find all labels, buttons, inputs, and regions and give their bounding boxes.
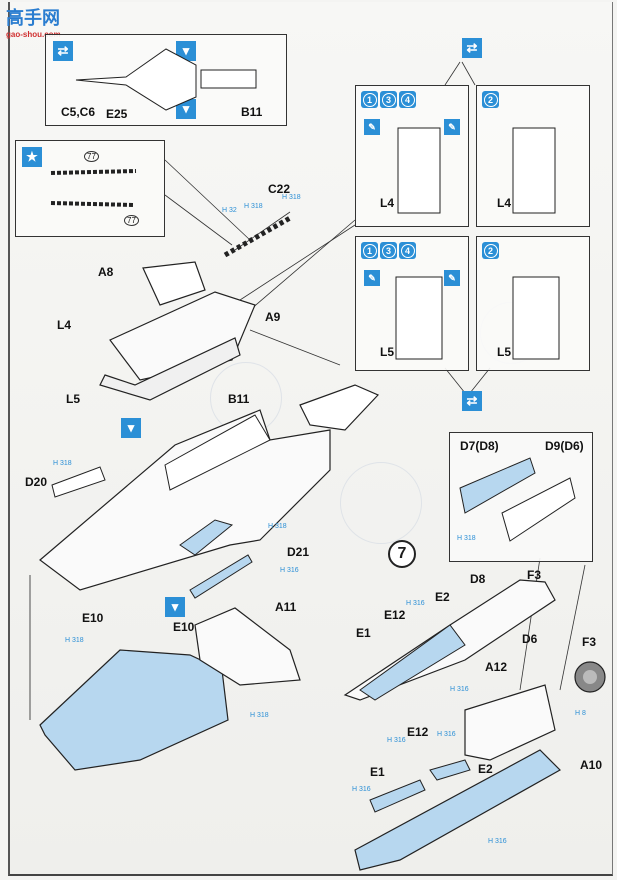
label-a9: A9 <box>265 310 281 324</box>
label-c5-c6: C5,C6 <box>61 105 96 119</box>
label-f3-wheel: F3 <box>582 635 597 649</box>
label-l4: L4 <box>380 196 395 210</box>
version-badge: 2 <box>482 242 499 259</box>
watermark-url: gao-shou.com <box>6 30 61 39</box>
color-ref-e12: H 316 <box>406 600 425 607</box>
label-e12: E12 <box>407 725 429 739</box>
version-badge: 4 <box>399 242 416 259</box>
label-a8: A8 <box>98 265 114 279</box>
glue-tube-icon: ▾ <box>165 597 185 617</box>
variant-box-2-l5: 2 L5 <box>476 236 590 371</box>
label-c22: C22 <box>268 182 291 196</box>
version-badge: 3 <box>380 91 397 108</box>
flip-arrows-icon: ⇄ <box>53 41 73 61</box>
label-e2: E2 <box>435 590 450 604</box>
top-inset-box: ⇄ ▾ ▾ C5,C6 E25 B11 <box>45 34 287 126</box>
color-ref-e12: H 316 <box>387 737 406 744</box>
watermark-title: 高手网 <box>6 8 60 28</box>
part-b11 <box>39 409 331 591</box>
part-a8 <box>142 261 206 306</box>
label-d9-d6: D9(D6) <box>545 439 584 453</box>
intake-duct <box>464 684 556 761</box>
color-ref-h32: H 32 <box>222 207 237 214</box>
label-f3: F3 <box>527 568 542 582</box>
label-b11-inset: B11 <box>241 105 263 119</box>
variant-box-2-l4: 2 L4 <box>476 85 590 227</box>
label-d20: D20 <box>25 475 48 489</box>
glue-tube-icon: ▾ <box>176 41 196 61</box>
color-ref-inset: H 318 <box>457 535 476 542</box>
label-l4: L4 <box>497 196 512 210</box>
callout-77-top: 77 <box>84 151 99 162</box>
label-e10: E10 <box>173 620 195 634</box>
label-b11: B11 <box>228 392 250 406</box>
version-badge: 4 <box>399 91 416 108</box>
paint-icon: ✎ <box>364 270 380 286</box>
variant-box-134-l5: 1 3 4 ✎ ✎ L5 <box>355 236 469 371</box>
color-ref-a10: H 316 <box>488 838 507 845</box>
step-number: 7 <box>388 540 416 568</box>
label-e12: E12 <box>384 608 406 622</box>
label-l4: L4 <box>57 318 72 332</box>
label-e1: E1 <box>370 765 385 779</box>
version-badge: 2 <box>482 91 499 108</box>
label-d8: D8 <box>470 572 486 586</box>
label-a11: A11 <box>275 600 297 614</box>
gun-barrel-part <box>223 215 292 258</box>
part-a11 <box>194 607 301 686</box>
color-ref-side: H 318 <box>268 523 287 530</box>
glue-tube-icon: ▾ <box>121 418 141 438</box>
label-l5: L5 <box>497 345 512 359</box>
color-ref-f3: H 8 <box>575 710 586 717</box>
part-d20 <box>51 466 106 498</box>
label-a12: A12 <box>485 660 508 674</box>
paint-icon: ✎ <box>444 270 460 286</box>
paint-icon: ✎ <box>364 119 380 135</box>
color-ref-h318: H 318 <box>244 203 263 210</box>
flip-arrows-icon: ⇄ <box>462 38 482 58</box>
label-e10: E10 <box>82 611 104 625</box>
version-badge: 1 <box>361 242 378 259</box>
part-e1-bottom <box>369 779 426 813</box>
label-l5: L5 <box>380 345 395 359</box>
color-ref-e10: H 318 <box>65 637 84 644</box>
engine-inset-box: D7(D8) D9(D6) H 318 <box>449 432 593 562</box>
label-d21: D21 <box>287 545 310 559</box>
part-e1 <box>359 624 466 701</box>
callout-77-bottom: 77 <box>124 215 139 226</box>
color-ref-d21: H 316 <box>280 567 299 574</box>
version-badge: 1 <box>361 91 378 108</box>
background-ghost-art <box>340 462 422 544</box>
label-e25: E25 <box>106 107 128 121</box>
color-ref-e1: H 316 <box>450 686 469 693</box>
canopy-part <box>299 384 380 431</box>
label-d7-d8: D7(D8) <box>460 439 499 453</box>
watermark-logo: 高手网 gao-shou.com <box>6 4 61 39</box>
star-icon: ★ <box>22 147 42 167</box>
version-badge: 3 <box>380 242 397 259</box>
label-e2: E2 <box>478 762 493 776</box>
flip-arrows-icon: ⇄ <box>462 391 482 411</box>
color-ref-d20: H 318 <box>53 460 72 467</box>
part-d21 <box>189 554 253 599</box>
part-e2-bottom <box>429 759 471 781</box>
label-a10: A10 <box>580 758 603 772</box>
label-e1: E1 <box>356 626 371 640</box>
side-panel-blue <box>179 519 234 556</box>
part-l5 <box>99 337 241 401</box>
color-ref-h318: H 318 <box>282 194 301 201</box>
color-ref-e2: H 316 <box>437 731 456 738</box>
color-ref-e1: H 316 <box>352 786 371 793</box>
label-l5: L5 <box>66 392 81 406</box>
floor-part <box>39 649 229 771</box>
paint-icon: ✎ <box>444 119 460 135</box>
part-a10 <box>354 749 561 871</box>
color-ref-floor: H 318 <box>250 712 269 719</box>
variant-box-134-l4: 1 3 4 ✎ ✎ L4 <box>355 85 469 227</box>
star-inset-box: ★ 77 77 <box>15 140 165 237</box>
label-d6: D6 <box>522 632 538 646</box>
